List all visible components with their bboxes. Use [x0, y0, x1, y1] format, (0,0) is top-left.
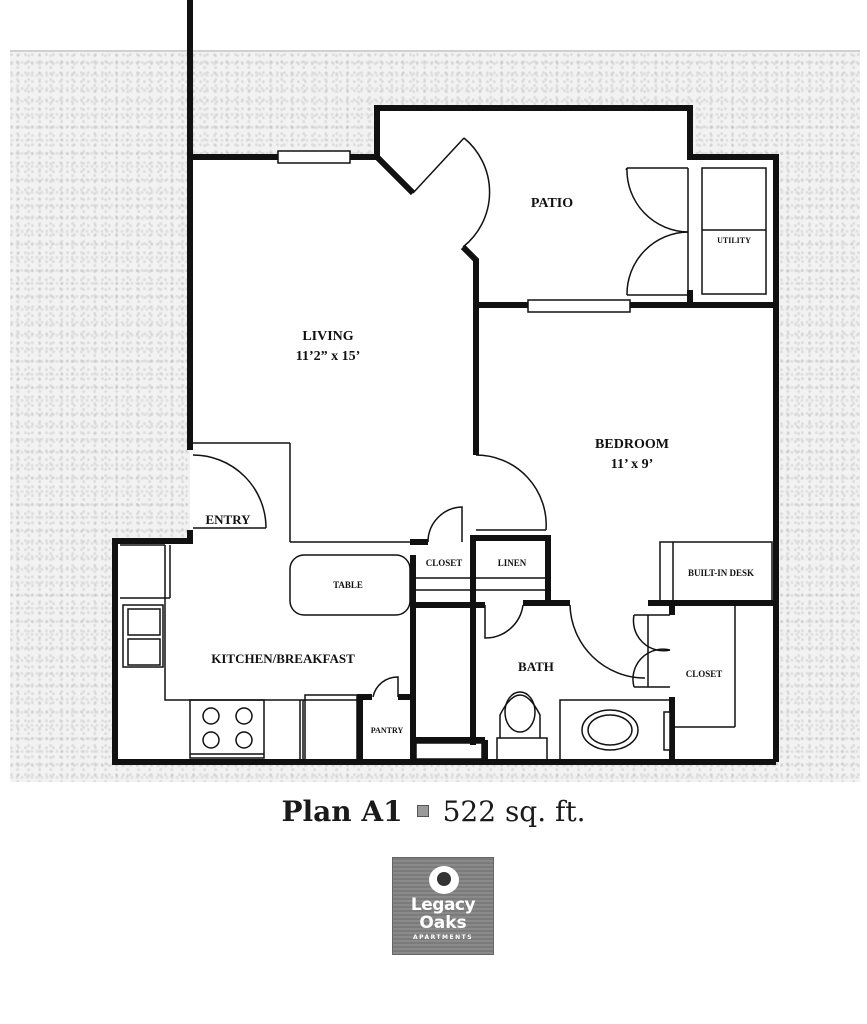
plan-area: 522 sq. ft. — [442, 795, 586, 828]
logo-line-2: Oaks — [419, 913, 467, 933]
bedroom-dims: 11’ x 9’ — [611, 457, 654, 472]
logo-line-3: APARTMENTS — [412, 934, 474, 941]
bath-label: BATH — [518, 659, 554, 674]
kitchen-label: KITCHEN/BREAKFAST — [211, 651, 355, 666]
legacy-oaks-logo: Legacy Oaks APARTMENTS — [392, 857, 494, 955]
pantry-label: PANTRY — [371, 726, 404, 735]
linen-label: LINEN — [498, 558, 527, 568]
entry-label: ENTRY — [205, 512, 251, 527]
bedroom-label: BEDROOM — [595, 437, 669, 452]
built-in-desk-label: BUILT-IN DESK — [688, 568, 754, 578]
living-label: LIVING — [302, 329, 353, 344]
oak-tree-icon — [429, 866, 459, 894]
plan-title: Plan A1 522 sq. ft. — [0, 795, 867, 828]
table-label: TABLE — [333, 580, 363, 590]
plan-name: Plan A1 — [281, 795, 403, 828]
hall-closet-label: CLOSET — [426, 558, 463, 568]
logo-line-1: Legacy — [410, 895, 476, 915]
floor-plan: PATIO UTILITY LIVING 11’2” x 15’ BEDROOM… — [112, 0, 779, 765]
square-bullet-icon — [416, 804, 429, 817]
patio-label: PATIO — [531, 196, 573, 211]
utility-label: UTILITY — [717, 236, 751, 245]
living-dims: 11’2” x 15’ — [296, 349, 361, 364]
bedroom-closet-label: CLOSET — [686, 669, 723, 679]
